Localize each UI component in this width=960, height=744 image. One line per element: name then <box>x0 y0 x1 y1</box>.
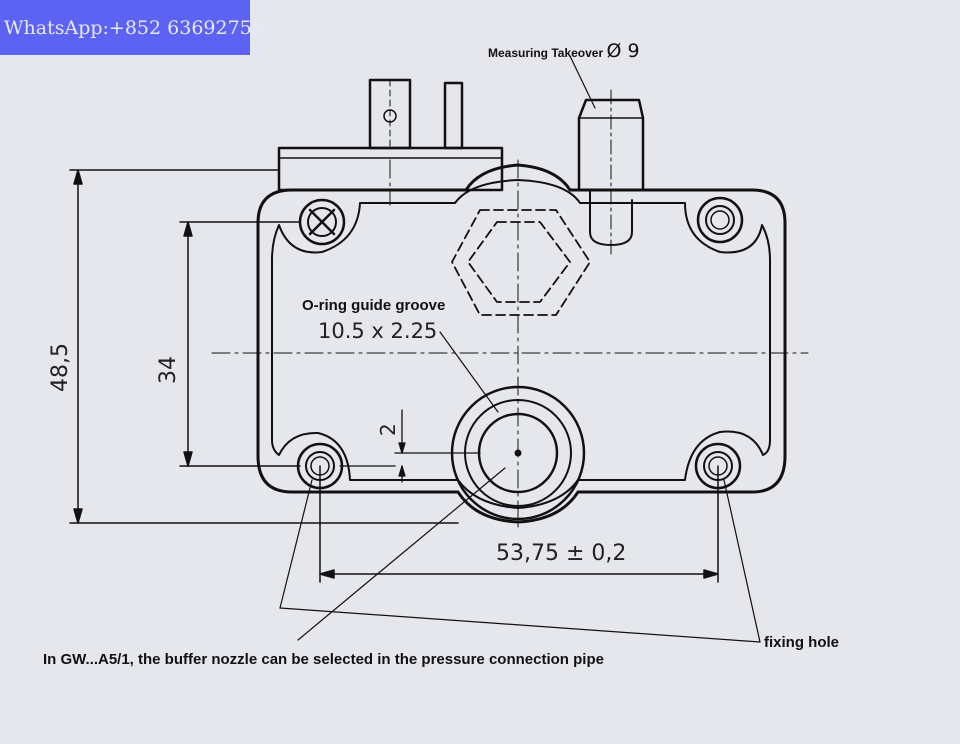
oring-title: O-ring guide groove <box>302 297 446 314</box>
watermark: WhatsApp:+852 63692756 <box>0 0 264 55</box>
dimension-label-34: 34 <box>156 356 181 384</box>
measuring-nozzle <box>577 89 645 256</box>
measuring-takeover-label: Measuring Takeover Ø 9 <box>488 40 640 62</box>
measuring-diameter-text: Ø 9 <box>606 40 640 62</box>
dimension-34 <box>179 221 301 467</box>
housing-outline <box>256 163 787 524</box>
hex-nut-hidden <box>451 209 591 316</box>
housing-inner-outline <box>271 179 771 509</box>
dimension-label-48-5: 48,5 <box>48 343 73 392</box>
fixing-hole-top-left <box>298 198 346 246</box>
dimension-48-5 <box>69 169 459 524</box>
measuring-takeover-text: Measuring Takeover <box>488 46 604 60</box>
fixing-hole-label: fixing hole <box>764 634 839 651</box>
dimension-53-75 <box>319 465 719 583</box>
fixing-hole-top-right <box>696 196 744 244</box>
center-lines <box>211 159 809 531</box>
dimension-label-2: 2 <box>376 423 400 436</box>
dimension-2 <box>339 409 481 483</box>
leader-lines <box>279 55 761 643</box>
dimension-label-53-75: 53,75 ± 0,2 <box>496 541 627 566</box>
oring-size: 10.5 x 2.25 <box>318 319 438 343</box>
buffer-nozzle-note: In GW...A5/1, the buffer nozzle can be s… <box>43 651 604 668</box>
